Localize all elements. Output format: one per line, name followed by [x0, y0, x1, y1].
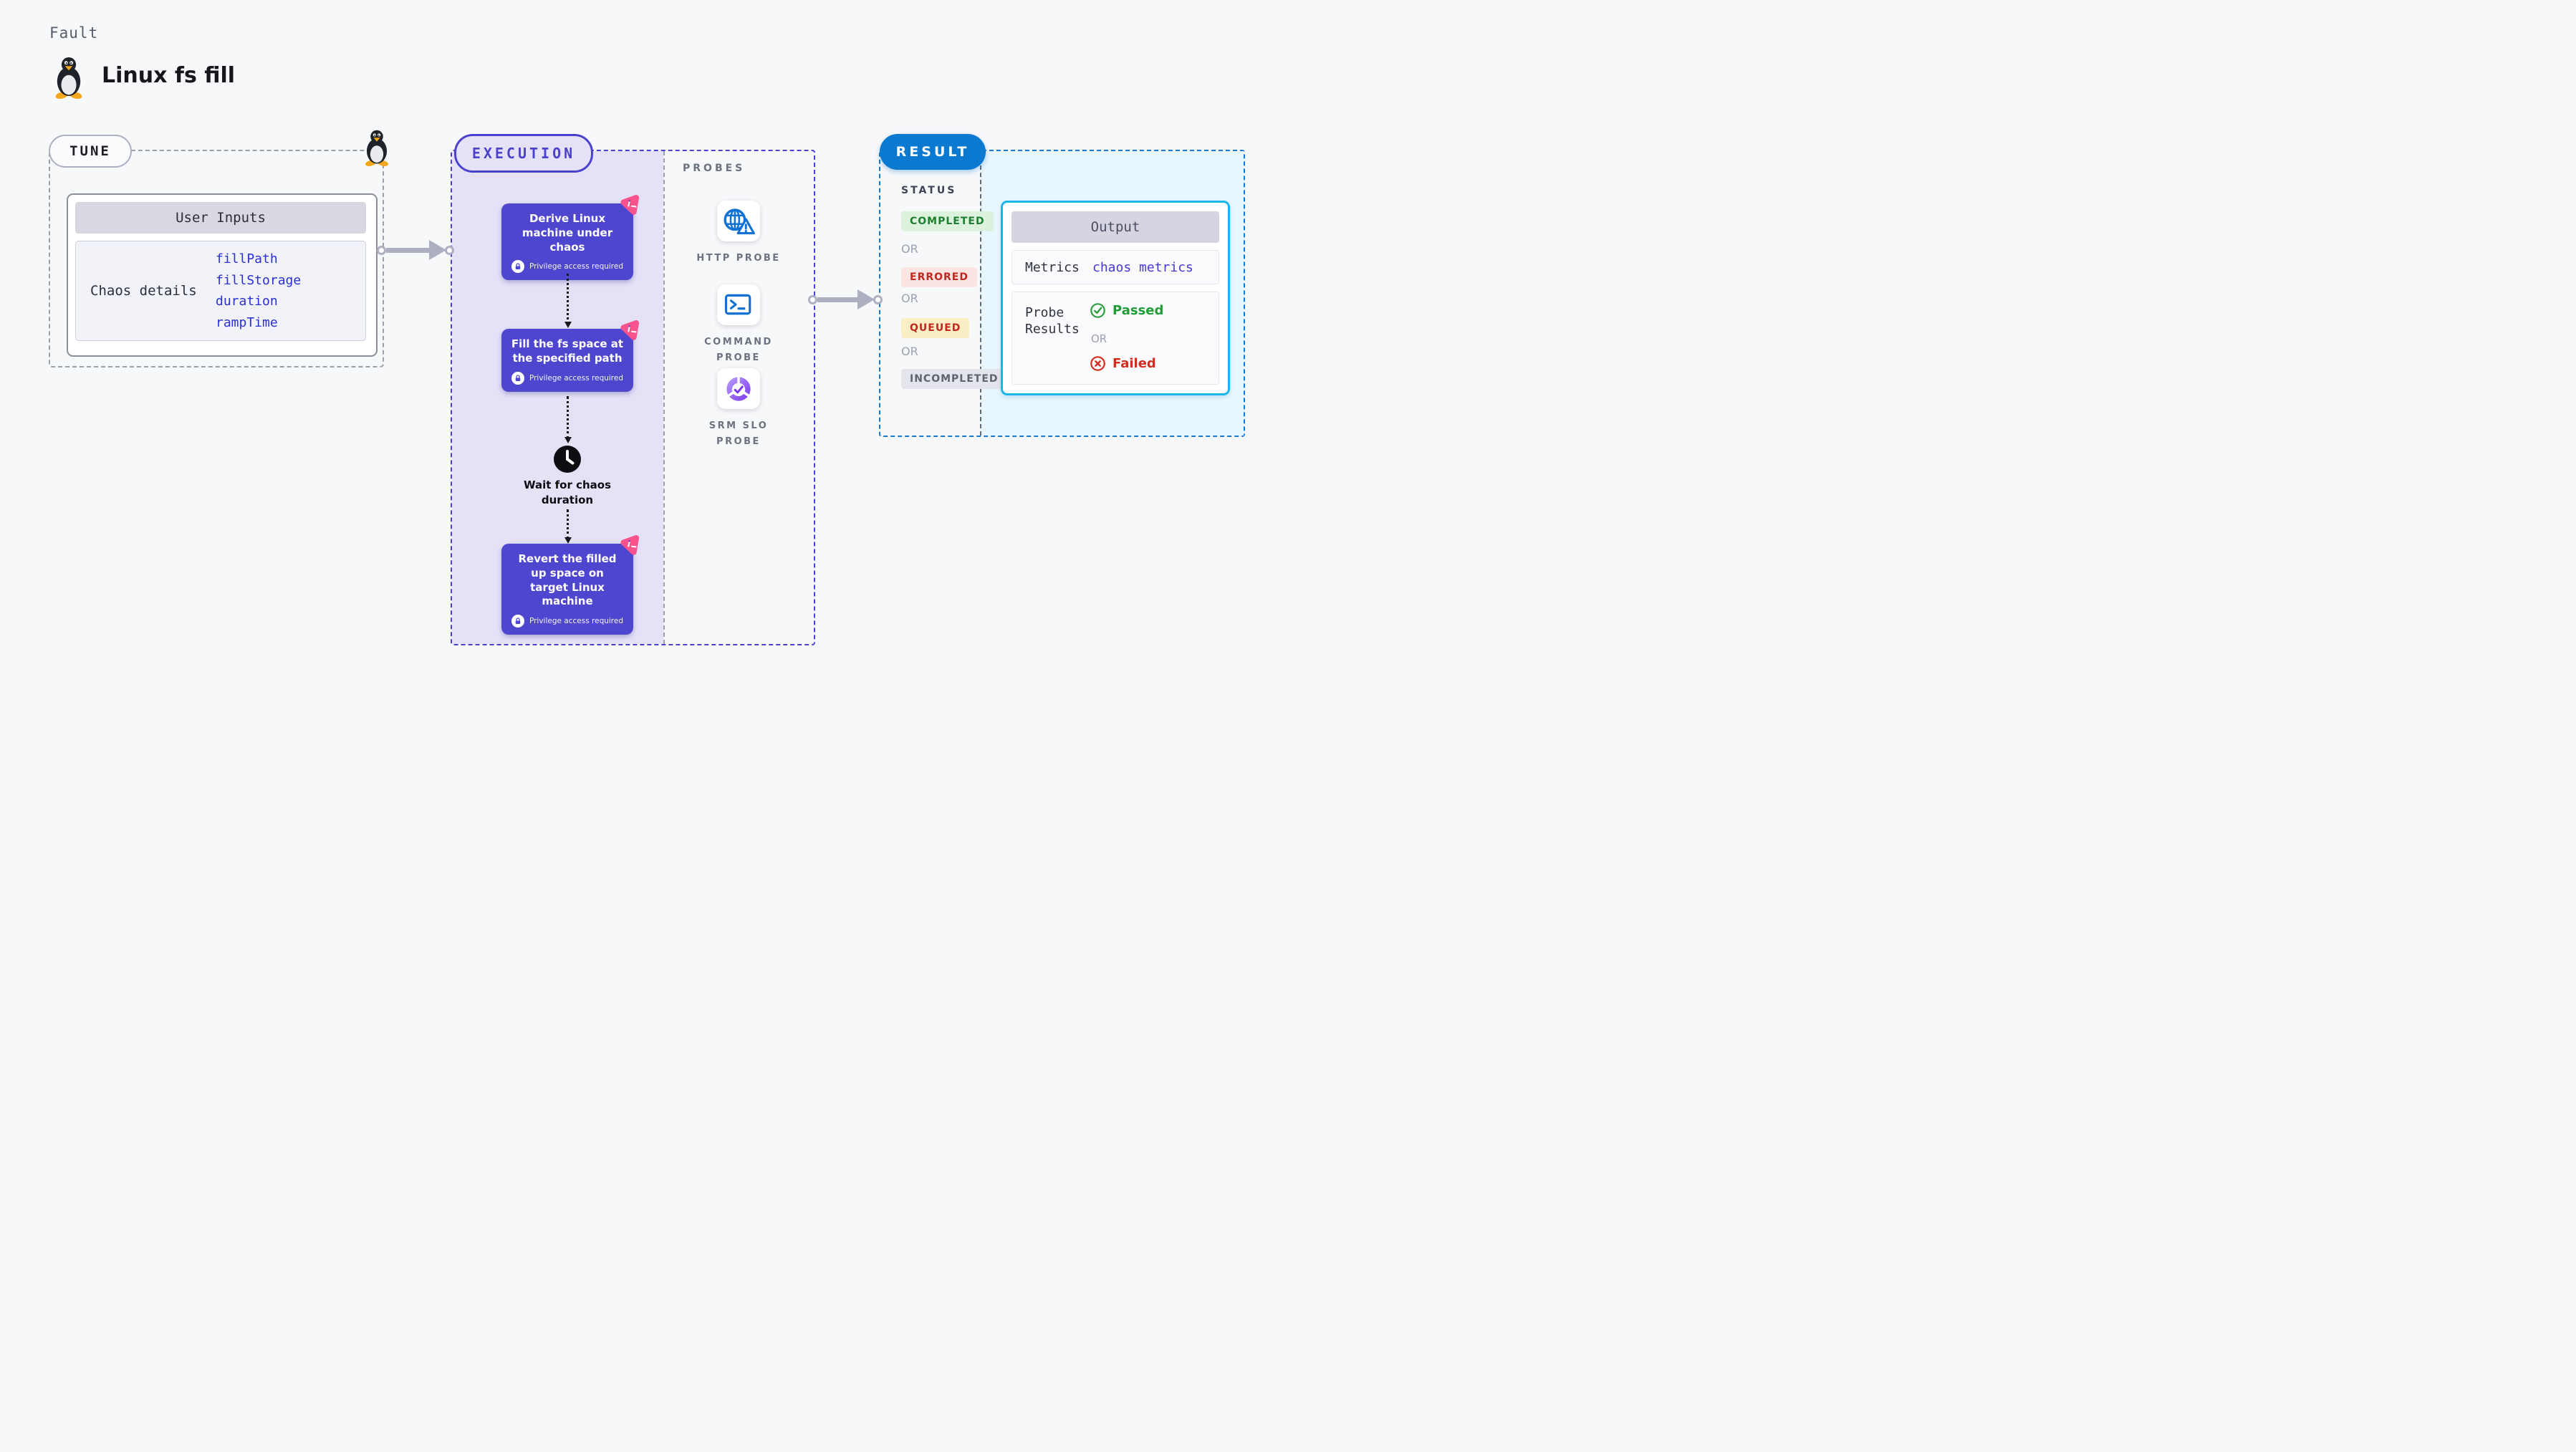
privilege-note-text: Privilege access required: [529, 617, 624, 626]
lock-icon: [511, 260, 524, 274]
connector-node: [377, 245, 386, 255]
globe-warning-icon: [721, 206, 756, 236]
arrowhead-icon: [429, 240, 446, 260]
probe-failed-line: Failed: [1090, 355, 1156, 372]
user-inputs-table: Chaos details fillPath fillStorage durat…: [75, 241, 366, 341]
wait-duration-label: Wait for chaos duration: [523, 479, 612, 506]
http-probe-card: [717, 201, 760, 241]
metrics-row: Metrics chaos metrics: [1011, 250, 1219, 284]
privilege-note-text: Privilege access required: [529, 262, 624, 271]
arrowhead-icon: [857, 289, 875, 309]
http-probe-label: HTTP PROBE: [696, 253, 781, 264]
passed-label: Passed: [1112, 303, 1164, 318]
tune-badge: TUNE: [49, 135, 132, 168]
terminal-icon: [724, 292, 754, 317]
step-title: Fill the fs space at the specified path: [511, 337, 624, 365]
chaos-litmus-icon: [617, 533, 643, 558]
execution-panel: PROBES Derive Linux machine under chaos …: [451, 150, 815, 645]
input-ramptime[interactable]: rampTime: [216, 314, 278, 330]
connector-line: [386, 247, 429, 253]
x-circle-icon: [1090, 355, 1106, 372]
input-duration[interactable]: duration: [216, 294, 278, 309]
step-title: Derive Linux machine under chaos: [522, 212, 613, 254]
connector-node: [445, 245, 454, 255]
result-badge: RESULT: [880, 134, 986, 170]
step-revert-space: Revert the filled up space on target Lin…: [501, 544, 633, 635]
or-separator: OR: [901, 345, 918, 358]
command-probe-label: COMMAND PROBE: [704, 337, 773, 364]
tune-panel: User Inputs Chaos details fillPath fillS…: [49, 150, 384, 367]
fault-diagram: Fault Linux fs fill User Inputs Chaos de…: [0, 0, 1288, 726]
output-card: Output Metrics chaos metrics Probe Resul…: [1001, 201, 1230, 395]
command-probe-card: [717, 284, 760, 325]
status-errored-badge: ERRORED: [901, 267, 977, 287]
probes-section-label: PROBES: [683, 163, 746, 174]
probe-passed-line: Passed: [1090, 302, 1163, 319]
page-title: Linux fs fill: [102, 63, 236, 88]
flow-arrow-down: [564, 274, 572, 328]
connector-node: [873, 294, 883, 304]
user-inputs-header: User Inputs: [75, 202, 366, 234]
slo-donut-icon: [724, 374, 754, 404]
status-completed-badge: COMPLETED: [901, 211, 994, 231]
probe-results-row: Probe Results Passed OR Failed: [1011, 292, 1219, 385]
probes-divider: [663, 151, 665, 644]
privilege-note: Privilege access required: [511, 615, 624, 628]
or-separator: OR: [1091, 332, 1107, 345]
chaos-metrics-link[interactable]: chaos metrics: [1092, 259, 1193, 275]
step-fill-fs-space: Fill the fs space at the specified path …: [501, 329, 633, 392]
connector-line: [817, 297, 857, 302]
execution-to-result-arrow: [808, 289, 883, 310]
status-incompleted-badge: INCOMPLETED: [901, 369, 1007, 389]
chaos-litmus-icon: [617, 193, 643, 218]
input-fillstorage[interactable]: fillStorage: [216, 272, 302, 288]
or-separator: OR: [901, 242, 918, 256]
lock-icon: [511, 615, 524, 628]
tune-to-execution-arrow: [377, 239, 454, 261]
clock-icon: [553, 445, 582, 473]
flow-arrow-down: [564, 509, 572, 544]
check-circle-icon: [1090, 302, 1106, 319]
chaos-details-label: Chaos details: [90, 283, 197, 299]
step-derive-machine: Derive Linux machine under chaos Privile…: [501, 203, 633, 281]
privilege-note-text: Privilege access required: [529, 373, 624, 383]
connector-node: [808, 294, 817, 304]
failed-label: Failed: [1112, 356, 1156, 371]
input-fillpath[interactable]: fillPath: [216, 251, 278, 267]
flow-arrow-down: [564, 396, 572, 443]
execution-badge: EXECUTION: [454, 134, 593, 173]
or-separator: OR: [901, 292, 918, 305]
status-queued-badge: QUEUED: [901, 318, 970, 338]
result-panel: STATUS COMPLETED OR ERRORED OR QUEUED OR…: [879, 150, 1245, 437]
srm-slo-probe-card: [717, 368, 760, 409]
user-inputs-card: User Inputs Chaos details fillPath fillS…: [67, 193, 378, 357]
linux-tux-corner-icon: [361, 129, 393, 166]
status-output-divider: [980, 151, 981, 436]
srm-slo-probe-label: SRM SLO PROBE: [708, 420, 769, 448]
user-input-values: fillPath fillStorage duration rampTime: [216, 241, 365, 340]
metrics-label: Metrics: [1025, 259, 1080, 275]
lock-icon: [511, 371, 524, 385]
step-title: Revert the filled up space on target Lin…: [518, 552, 617, 608]
linux-tux-icon: [50, 56, 87, 99]
fault-kicker: Fault: [49, 24, 99, 42]
chaos-litmus-icon: [617, 318, 643, 343]
output-header: Output: [1011, 211, 1219, 243]
privilege-note: Privilege access required: [511, 260, 624, 274]
probe-results-label: Probe Results: [1025, 305, 1080, 337]
privilege-note: Privilege access required: [511, 371, 624, 385]
status-label: STATUS: [901, 185, 957, 196]
